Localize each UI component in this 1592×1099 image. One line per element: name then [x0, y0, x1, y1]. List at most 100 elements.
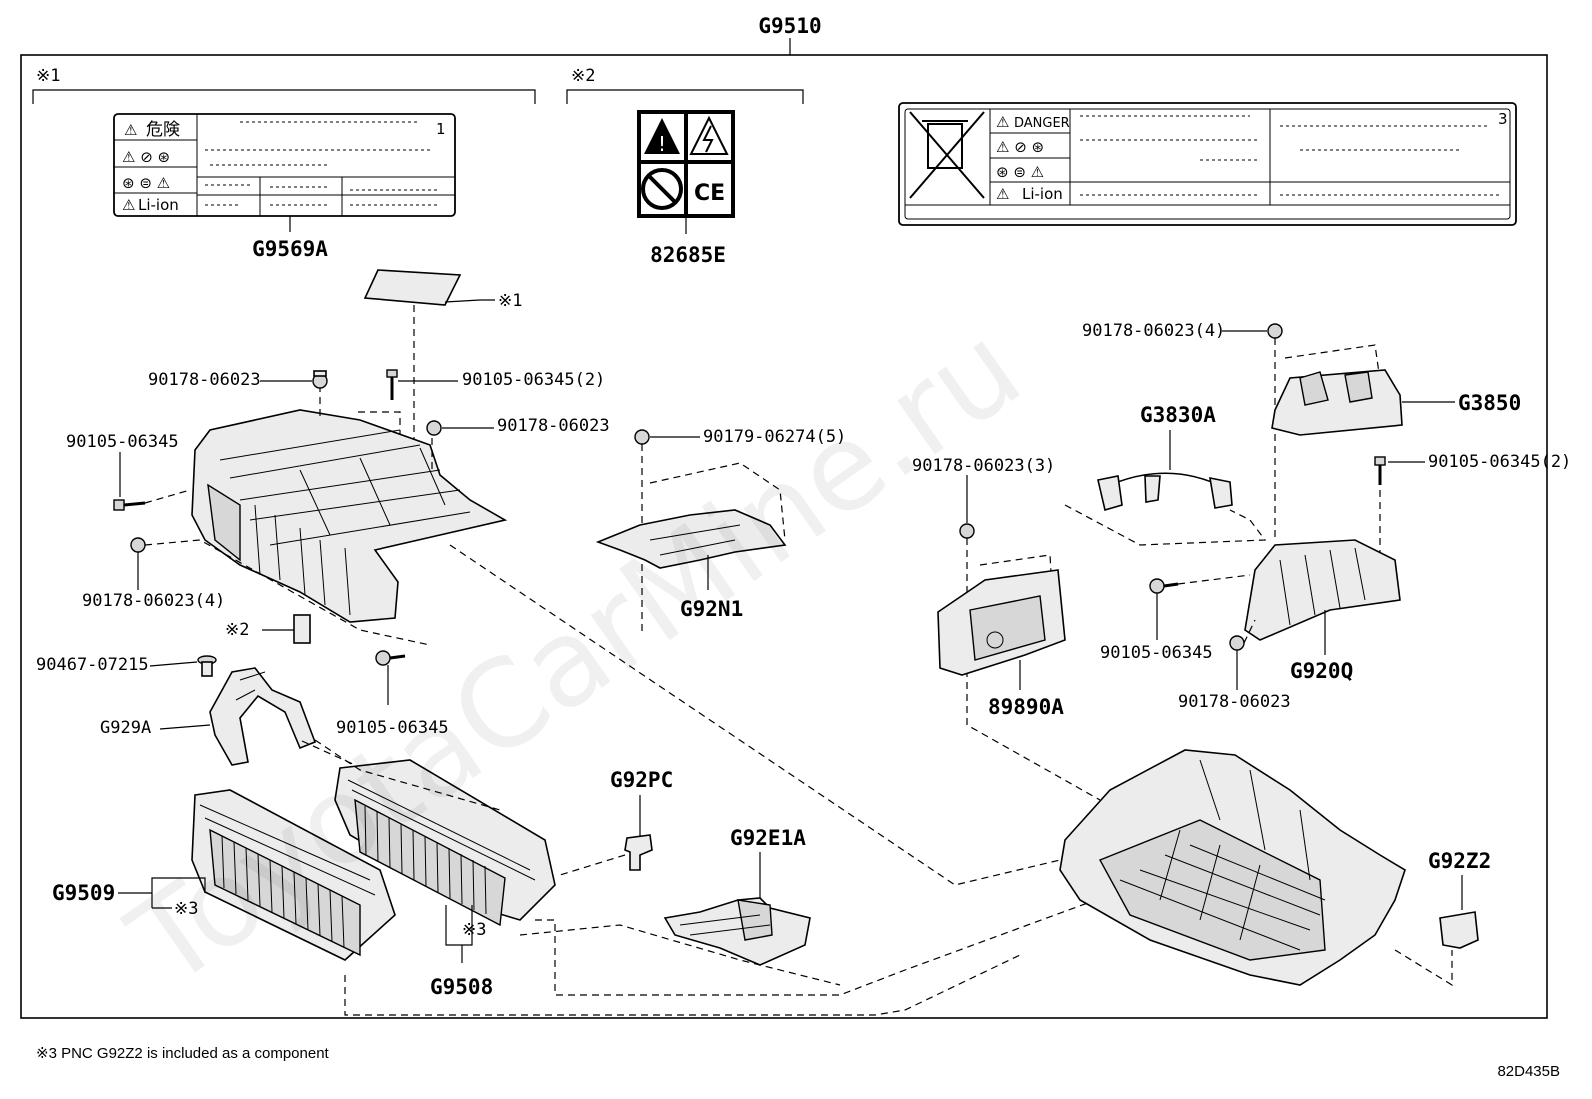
warn-triangle-icon: ⚠ [996, 113, 1009, 131]
clip-g92z2[interactable] [1439, 911, 1479, 949]
high-voltage-icon [689, 115, 729, 155]
warn-triangle-icon: ⚠ [122, 196, 135, 214]
ref-2-mark: ※2 [225, 620, 249, 640]
leader [149, 661, 198, 667]
battery-module-g9509[interactable] [191, 789, 396, 961]
label-1-warn-jp: 危険 [146, 120, 180, 140]
part-g92n1[interactable]: G92N1 [680, 597, 743, 621]
group-mark-2: ※2 [571, 66, 595, 86]
ref-3a-mark: ※3 [174, 899, 198, 919]
group-bracket-2: ※2 [566, 66, 804, 104]
label-2-code[interactable]: 82685E [650, 243, 726, 267]
bolt-icon [375, 650, 406, 666]
part-g3830a[interactable]: G3830A [1140, 403, 1216, 427]
bolt-icon [1374, 456, 1386, 485]
dash-leader [358, 411, 401, 435]
nut-icon [130, 537, 146, 553]
warning-label-3[interactable]: ⚠ DANGER ⚠ ⊘ ⊛ ⊛ ⊜ ⚠ ⚠ Li-ion 3 [898, 102, 1517, 226]
warn-icon: ⚠ ⊘ ⊛ [996, 138, 1044, 156]
ref-1-leader [444, 299, 495, 303]
bracket-g92n1[interactable] [595, 509, 787, 569]
dash-leader [559, 854, 626, 876]
part-90178-06023-3[interactable]: 90178-06023(3) [912, 456, 1055, 476]
dash-leader [1064, 504, 1267, 546]
bolt-icon [386, 369, 398, 400]
part-90178-06023-mid[interactable]: 90178-06023 [497, 416, 610, 436]
part-90105-06345-low[interactable]: 90105-06345 [336, 718, 449, 738]
warning-label-2[interactable]: ! CE [637, 110, 735, 218]
leader [159, 724, 211, 730]
g9509-bracket [151, 877, 206, 893]
part-g920q[interactable]: G920Q [1290, 659, 1353, 683]
wire-harness-g3830a[interactable] [1097, 472, 1233, 512]
duct-g929a[interactable] [209, 667, 317, 766]
caution-triangle-icon [644, 118, 680, 154]
dash-leader [535, 892, 1116, 996]
ref-3b-mark: ※3 [462, 920, 486, 940]
no-open-icon [641, 168, 683, 210]
warn-triangle-icon: ⚠ [124, 121, 137, 139]
part-g92z2[interactable]: G92Z2 [1428, 849, 1491, 873]
recycle-mark-icon: CE [694, 181, 725, 206]
bracket-g920q[interactable] [1244, 539, 1401, 641]
part-90105-06345-r[interactable]: 90105-06345 [1100, 643, 1213, 663]
group-mark-1: ※1 [36, 66, 60, 86]
upper-battery-cover[interactable] [191, 409, 508, 623]
part-90178-06023-4r[interactable]: 90178-06023(4) [1082, 321, 1225, 341]
label-3-danger: DANGER [1014, 116, 1070, 131]
nut-icon [959, 523, 975, 539]
part-90467-07215[interactable]: 90467-07215 [36, 655, 149, 675]
clip-icon [197, 655, 217, 677]
part-90105-06345-2-top[interactable]: 90105-06345(2) [462, 370, 605, 390]
battery-ecu-89890a[interactable] [937, 569, 1066, 676]
part-g9509[interactable]: G9509 [52, 881, 115, 905]
part-90178-06023-4[interactable]: 90178-06023(4) [82, 591, 225, 611]
g9508-bracket [445, 905, 473, 946]
dash-leader [144, 489, 191, 504]
part-89890a[interactable]: 89890A [988, 695, 1064, 719]
footer-note: ※3 PNC G92Z2 is included as a component [36, 1045, 330, 1062]
assembly-code[interactable]: G9510 [758, 14, 821, 38]
label-1-index: 1 [436, 120, 446, 138]
part-g92pc[interactable]: G92PC [610, 768, 673, 792]
label-1-li-ion: Li-ion [138, 196, 179, 214]
label-1-code[interactable]: G9569A [252, 237, 328, 261]
dash-leader [1394, 949, 1453, 987]
dash-leader [314, 739, 501, 811]
part-g929a[interactable]: G929A [100, 718, 151, 738]
warn-triangle-icon: ⚠ [996, 185, 1009, 203]
part-g3850[interactable]: G3850 [1458, 391, 1521, 415]
dash-leader [1284, 344, 1381, 381]
part-g92e1a[interactable]: G92E1A [730, 826, 806, 850]
part-90179-06274-5[interactable]: 90179-06274(5) [703, 427, 846, 447]
dash-leader [1243, 619, 1256, 644]
nut-icon [312, 370, 328, 389]
hazard-icon: ⊛ ⊜ ⚠ [122, 174, 170, 192]
clip-g92pc[interactable] [624, 834, 653, 871]
hazard-icon: ⊛ ⊜ ⚠ [996, 163, 1044, 181]
part-90105-06345-2r[interactable]: 90105-06345(2) [1428, 452, 1571, 472]
battery-module-g9508[interactable] [334, 759, 556, 927]
dash-leader [344, 954, 1021, 1016]
part-90178-06023-r[interactable]: 90178-06023 [1178, 692, 1291, 712]
assembly-frame [20, 54, 1548, 1019]
nut-icon [426, 420, 442, 436]
lower-battery-tray[interactable] [1059, 749, 1406, 986]
label-3-li-ion: Li-ion [1022, 185, 1063, 203]
nut-icon [1267, 323, 1283, 339]
group-bracket-1: ※1 [32, 66, 536, 104]
dash-leader [144, 539, 431, 646]
svg-text:!: ! [658, 132, 666, 156]
crossed-bin-icon [909, 111, 985, 199]
junction-block-g3850[interactable] [1271, 369, 1403, 436]
part-90178-06023-top[interactable]: 90178-06023 [148, 370, 261, 390]
ref-1-mark: ※1 [498, 291, 522, 311]
part-g9508[interactable]: G9508 [430, 975, 493, 999]
nut-icon [1229, 635, 1245, 651]
dash-leader [1177, 574, 1251, 585]
dash-leader [519, 924, 841, 986]
warning-label-1[interactable]: ⚠ 危険 ⚠ ⊘ ⊛ ⊛ ⊜ ⚠ ⚠ Li-ion 1 [113, 113, 456, 217]
part-90105-06345-left[interactable]: 90105-06345 [66, 432, 179, 452]
duct-g92e1a[interactable] [663, 897, 811, 966]
